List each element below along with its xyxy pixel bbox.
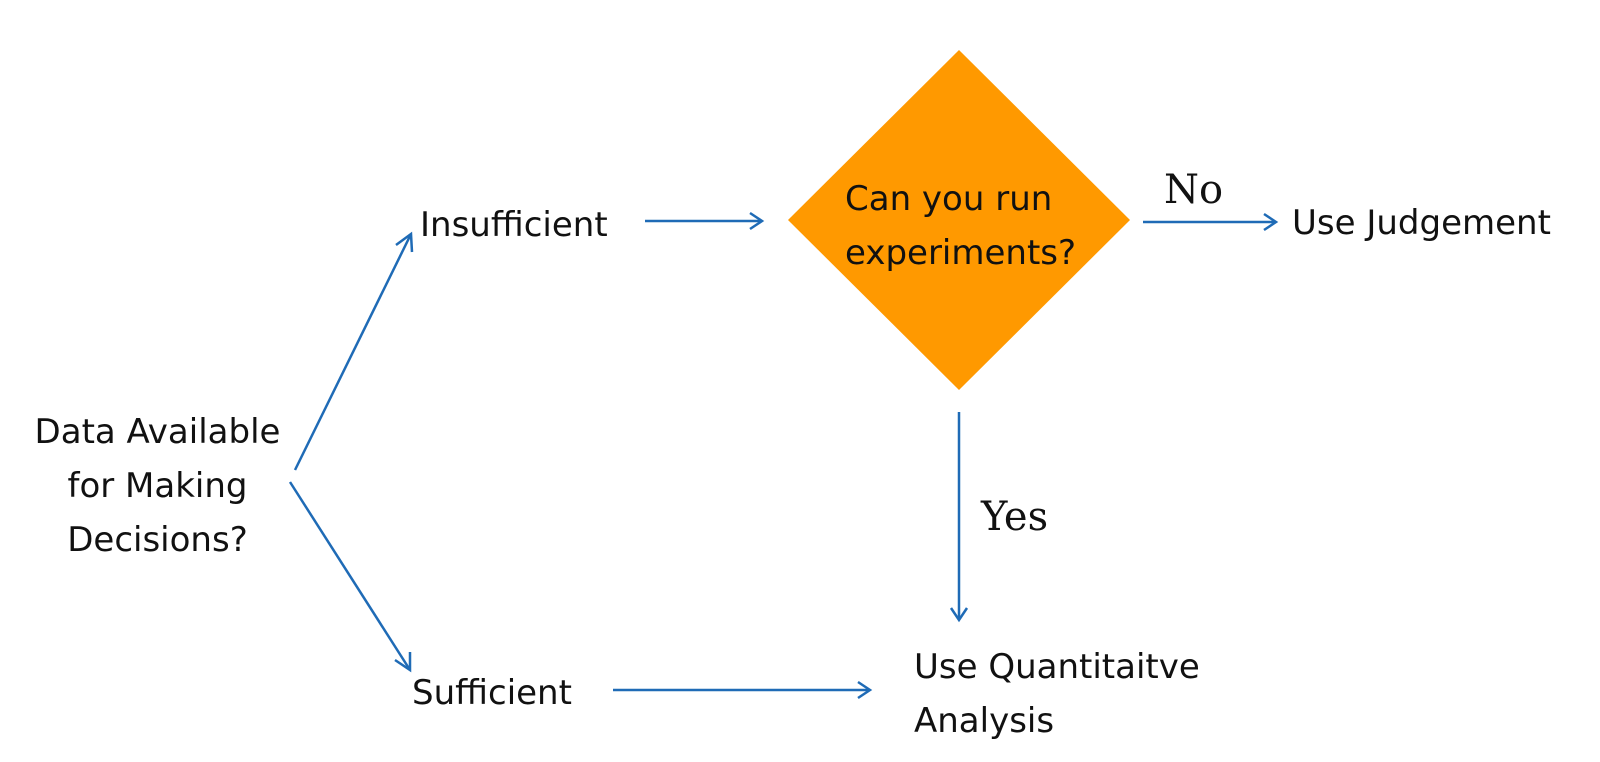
arrow-start-to-insufficient — [293, 231, 414, 471]
insufficient-node-label: Insufficient — [420, 205, 608, 245]
edge-label-no: No — [1164, 167, 1224, 213]
judgement-node-label: Use Judgement — [1292, 203, 1551, 243]
decision-diamond — [788, 50, 1130, 390]
quantitative-node-label: Use Quantitaitve Analysis — [914, 640, 1200, 748]
arrow-start-to-sufficient — [288, 481, 412, 673]
decision-line-2: experiments? — [845, 233, 1077, 273]
quantitative-line-2: Analysis — [914, 701, 1055, 741]
start-line-1: Data Available — [34, 412, 281, 452]
arrow-decision-to-judgement — [1143, 212, 1279, 232]
quantitative-line-1: Use Quantitaitve — [914, 647, 1200, 687]
sufficient-node-label: Sufficient — [412, 673, 572, 713]
arrow-sufficient-to-quantitative — [613, 680, 873, 700]
edge-label-yes: Yes — [981, 494, 1049, 540]
arrow-decision-to-quantitative — [949, 412, 969, 623]
arrow-insufficient-to-decision — [645, 211, 765, 231]
start-node-label: Data Available for Making Decisions? — [20, 405, 295, 567]
decision-line-1: Can you run — [845, 179, 1053, 219]
start-line-3: Decisions? — [67, 520, 248, 560]
decision-node-label: Can you run experiments? — [845, 172, 1076, 280]
start-line-2: for Making — [67, 466, 248, 506]
